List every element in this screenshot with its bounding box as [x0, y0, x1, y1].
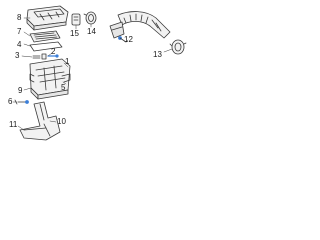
callout-7: 7	[17, 27, 22, 36]
callout-2: 2	[51, 47, 56, 56]
callout-13: 13	[153, 50, 162, 59]
lower-housing	[29, 58, 71, 100]
callout-4: 4	[17, 40, 22, 49]
callout-9: 9	[18, 86, 23, 95]
callout-6: 6	[8, 97, 13, 106]
leader-lines	[12, 17, 173, 131]
outlet-hose	[109, 11, 171, 43]
callout-14: 14	[87, 27, 96, 36]
gasket	[29, 41, 63, 52]
callout-12: 12	[124, 35, 133, 44]
callout-11: 11	[9, 120, 18, 129]
callout-8: 8	[17, 13, 22, 22]
resonator-clamp	[169, 39, 187, 55]
diagram-drawing	[12, 5, 187, 141]
clip-fasteners	[32, 53, 59, 60]
callout-3: 3	[15, 51, 20, 60]
parts-diagram: 8 7 4 3 2 1 9 5 6 10 11 12 13 14 15	[0, 0, 200, 147]
hose-clamp	[83, 11, 97, 25]
callout-15: 15	[70, 29, 79, 38]
mass-airflow-sensor	[71, 13, 81, 26]
intake-duct	[19, 101, 61, 141]
callout-1: 1	[65, 57, 70, 66]
callout-10: 10	[57, 117, 66, 126]
filter-element	[29, 30, 61, 43]
air-cleaner-cover	[26, 5, 69, 31]
callout-5: 5	[61, 83, 66, 92]
